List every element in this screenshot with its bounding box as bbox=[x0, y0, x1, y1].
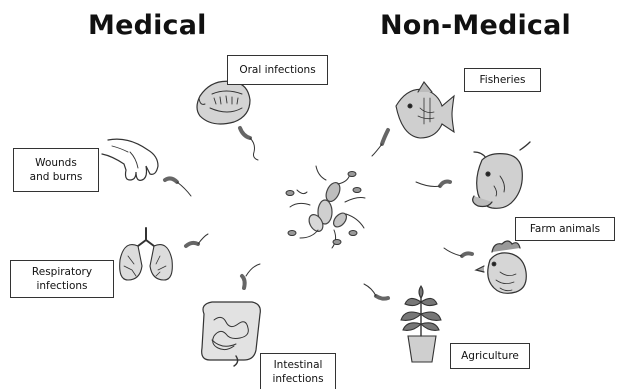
bacterium bbox=[364, 284, 388, 299]
bacterium bbox=[444, 248, 472, 256]
label-oral-infections: Oral infections bbox=[227, 55, 328, 85]
intestines-icon bbox=[202, 302, 261, 366]
label-wounds-and-burns: Wounds and burns bbox=[13, 148, 99, 192]
label-fisheries: Fisheries bbox=[464, 68, 541, 92]
fish-icon bbox=[396, 82, 454, 138]
hand-icon bbox=[102, 139, 158, 180]
lungs-icon bbox=[120, 228, 173, 280]
bacterium bbox=[242, 264, 260, 288]
label-intestinal-infections: Intestinal infections bbox=[260, 353, 336, 389]
mouth-icon bbox=[197, 81, 250, 124]
bacterium bbox=[186, 234, 208, 246]
bacterium bbox=[372, 130, 388, 156]
non-medical-heading: Non-Medical bbox=[380, 10, 571, 41]
rooster-icon bbox=[476, 241, 526, 293]
label-farm-animals: Farm animals bbox=[515, 217, 615, 241]
bacterium bbox=[416, 182, 450, 187]
medical-heading: Medical bbox=[88, 10, 207, 41]
label-respiratory-infections: Respiratory infections bbox=[10, 260, 114, 298]
plant-icon bbox=[401, 286, 441, 362]
cow-icon bbox=[473, 142, 530, 208]
bacterium bbox=[165, 178, 191, 196]
label-agriculture: Agriculture bbox=[450, 343, 530, 369]
bacterium bbox=[240, 128, 258, 160]
central-bacteria-cluster bbox=[286, 166, 365, 248]
